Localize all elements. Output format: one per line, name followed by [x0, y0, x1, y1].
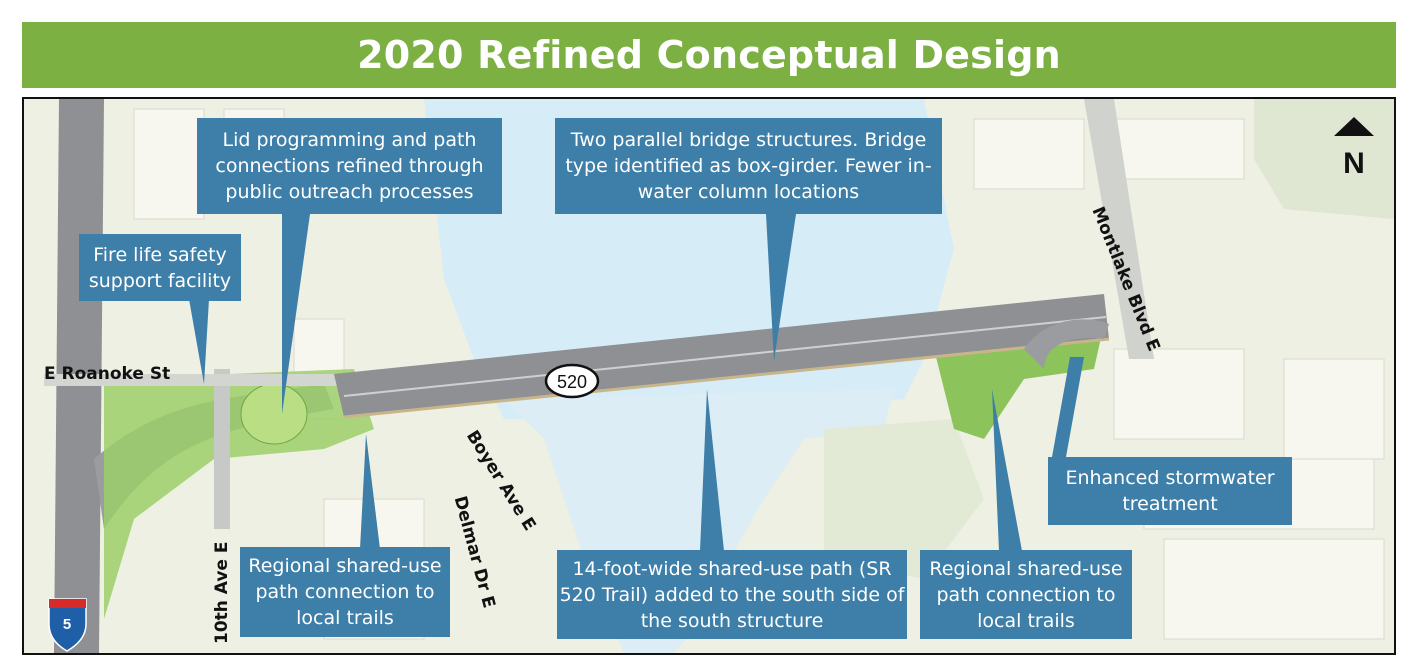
montlake-ramp — [1024, 319, 1109, 369]
interstate-5-shield: 5 — [48, 598, 87, 652]
callout-regional-path-west: Regional shared-use path connection to l… — [240, 547, 450, 637]
road-label-e-roanoke-st: E Roanoke St — [44, 364, 171, 384]
callout-regional-path-east: Regional shared-use path connection to l… — [920, 550, 1132, 639]
svg-text:520: 520 — [557, 372, 587, 392]
roanoke-road — [44, 374, 354, 386]
road-label-10th-ave-e: 10th Ave E — [212, 541, 232, 645]
sr520-bridge — [334, 294, 1109, 417]
sr520-lane-divider — [343, 316, 1107, 397]
sr520-trail — [343, 337, 1110, 419]
svg-text:5: 5 — [63, 616, 71, 633]
callout-pointers — [189, 214, 1084, 551]
callout-lid-programming: Lid programming and path connections ref… — [197, 118, 502, 214]
lid-park — [104, 369, 374, 619]
callout-sr520-trail: 14-foot-wide shared-use path (SR 520 Tra… — [557, 550, 907, 639]
park-east — [1254, 99, 1394, 219]
page-title: 2020 Refined Conceptual Design — [357, 33, 1061, 77]
green-lawn — [824, 419, 984, 579]
tenth-ave-road — [214, 369, 230, 529]
callout-fire-life-safety: Fire life safety support facility — [79, 234, 241, 301]
lid-lawn — [240, 383, 308, 445]
sr520-shield: 520 — [544, 363, 600, 399]
map: 520 5 N E Roanoke St 10th Ave E Delmar D… — [22, 97, 1396, 655]
montlake-road — [1084, 99, 1154, 359]
callout-stormwater: Enhanced stormwater treatment — [1048, 457, 1292, 525]
title-banner: 2020 Refined Conceptual Design — [22, 22, 1396, 88]
callout-bridge-structures: Two parallel bridge structures. Bridge t… — [555, 118, 942, 214]
north-arrow-icon: N — [1334, 117, 1374, 180]
svg-text:N: N — [1343, 147, 1365, 180]
